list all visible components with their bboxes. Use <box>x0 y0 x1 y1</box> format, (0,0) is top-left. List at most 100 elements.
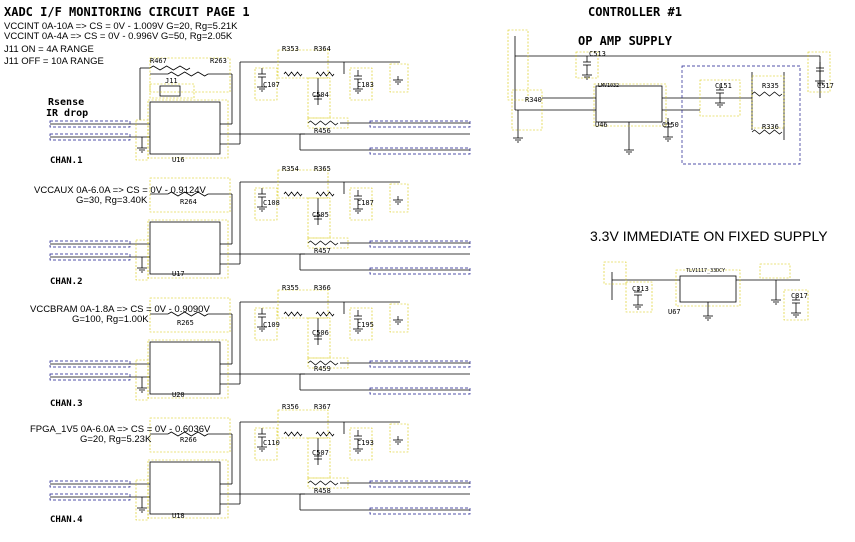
c507-ref: C507 <box>312 449 329 457</box>
r459-ref: R459 <box>314 365 331 373</box>
resistor <box>283 71 303 77</box>
vcc-outline <box>603 261 627 285</box>
r354-ref: R354 <box>282 165 299 173</box>
resistor <box>149 65 191 71</box>
sense-net-dashed <box>49 240 131 248</box>
resistor-outline <box>277 169 329 199</box>
xadc-net-dashed <box>369 507 471 515</box>
amplifier-outline <box>147 339 229 399</box>
resistor <box>283 311 303 317</box>
cap-outline <box>349 427 373 461</box>
resistor <box>315 311 335 317</box>
gain-resistor-outline <box>149 417 231 453</box>
resistor <box>307 240 339 246</box>
sense-net-dashed <box>49 360 131 368</box>
c313-ref: C313 <box>632 285 649 293</box>
amplifier-ic <box>149 341 221 395</box>
jumper-outline <box>149 83 195 99</box>
resistor-outline <box>277 409 329 439</box>
ground-outline <box>135 239 149 281</box>
xadc-net-dashed <box>369 240 471 248</box>
cap-outline <box>349 67 373 101</box>
amplifier-outline <box>147 219 229 279</box>
resistor <box>315 71 335 77</box>
channel-3-info: VCCBRAM 0A-1.8A => CS = 0V - 0.9090V <box>30 304 210 315</box>
cap-outline <box>349 187 373 221</box>
resistor <box>315 431 335 437</box>
r336-ref: R336 <box>762 123 779 131</box>
c517-ref: C517 <box>817 82 834 90</box>
channel-2-info: VCCAUX 0A-6.0A => CS = 0V - 0.9124V <box>34 185 206 196</box>
r355-ref: R355 <box>282 284 299 292</box>
header-line-4: J11 OFF = 10A RANGE <box>4 56 104 67</box>
cap-outline <box>807 51 831 93</box>
c513-ref: C513 <box>589 50 606 58</box>
ground-outline <box>135 359 149 401</box>
amplifier-ic <box>149 221 221 275</box>
xadc-net-dashed <box>369 147 471 155</box>
r356-ref: R356 <box>282 403 299 411</box>
header-line-1: VCCINT 0A-10A => CS = 0V - 1.009V G=20, … <box>4 21 238 32</box>
op-amp-supply-title: OP AMP SUPPLY <box>578 34 672 48</box>
jumper-j11 <box>159 85 181 97</box>
r263-ref: R263 <box>210 57 227 65</box>
resistor <box>167 311 209 317</box>
c109-ref: C109 <box>263 321 280 329</box>
resistor-outline <box>277 289 329 319</box>
resistor <box>167 431 209 437</box>
resistor <box>751 91 783 97</box>
c193-ref: C193 <box>357 439 374 447</box>
resistor-outline <box>307 117 349 129</box>
ground-outline <box>389 303 409 333</box>
channel-3-label: CHAN.3 <box>50 399 83 409</box>
xadc-net-dashed <box>369 360 471 368</box>
r353-ref: R353 <box>282 45 299 53</box>
r335-ref: R335 <box>762 82 779 90</box>
ground-outline <box>135 479 149 521</box>
u18-ref: U18 <box>172 512 185 520</box>
ground-outline <box>389 423 409 453</box>
c195-ref: C195 <box>357 321 374 329</box>
header-line-3: J11 ON = 4A RANGE <box>4 44 94 55</box>
c506-ref: C506 <box>312 329 329 337</box>
r366-ref: R366 <box>314 284 331 292</box>
r265-ref: R265 <box>177 319 194 327</box>
resistor-outline <box>307 357 349 369</box>
channel-1-label: CHAN.1 <box>50 156 83 166</box>
j11-ref: J11 <box>165 77 178 85</box>
page-title: XADC I/F MONITORING CIRCUIT PAGE 1 <box>4 5 250 19</box>
c505-ref: C505 <box>312 211 329 219</box>
resistor <box>167 191 209 197</box>
u16-ref: U16 <box>172 156 185 164</box>
cap-outline <box>307 77 331 119</box>
r467-ref: R467 <box>150 57 167 65</box>
regulator-ic <box>679 275 737 303</box>
gain-resistor-outline <box>149 297 231 333</box>
resistor <box>307 120 339 126</box>
regulator-outline <box>675 269 741 307</box>
u17-ref: U17 <box>172 270 185 278</box>
c108-ref: C108 <box>263 199 280 207</box>
resistor-outline <box>307 477 349 489</box>
sense-net-dashed <box>49 133 131 141</box>
cap-outline <box>699 79 741 117</box>
resistor <box>307 480 339 486</box>
resistor-outline <box>511 89 543 131</box>
header-line-2: VCCINT 0A-4A => CS = 0V - 0.996V G=50, R… <box>4 31 233 42</box>
sense-net-dashed <box>49 373 131 381</box>
channel-4-label: CHAN.4 <box>50 515 83 525</box>
r457-ref: R457 <box>314 247 331 255</box>
sense-net-dashed <box>49 480 131 488</box>
resistor-outline <box>751 75 785 129</box>
channel-3-gain: G=100, Rg=1.00K <box>72 314 149 325</box>
r264-ref: R264 <box>180 198 197 206</box>
channel-2-gain: G=30, Rg=3.40K <box>76 195 148 206</box>
op-amp-ic <box>595 85 663 123</box>
ir-drop-label: IR drop <box>46 108 89 119</box>
ground-outline <box>135 119 149 161</box>
amplifier-outline <box>147 459 229 519</box>
c107-ref: C107 <box>263 81 280 89</box>
r266-ref: R266 <box>180 436 197 444</box>
controller-title: CONTROLLER #1 <box>588 5 682 19</box>
